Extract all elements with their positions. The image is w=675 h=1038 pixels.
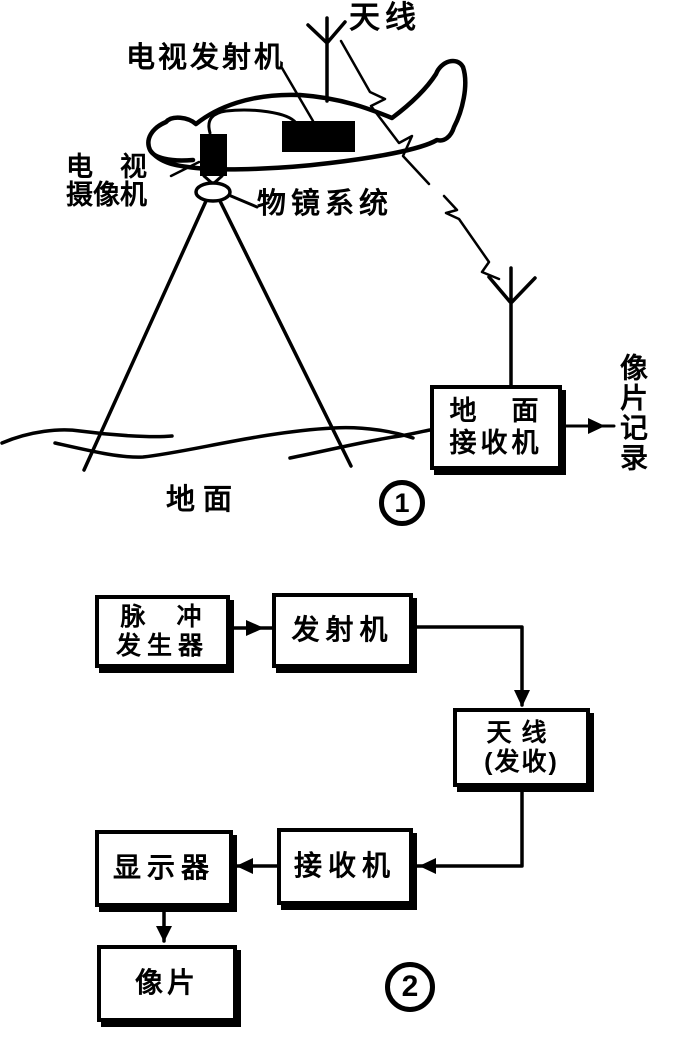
block-diagram-connectors <box>156 620 530 943</box>
receiver-box: 接收机 <box>277 828 413 905</box>
ground-receiver-box: 地 面 接收机 <box>430 385 562 470</box>
leader-lines <box>169 66 315 209</box>
figure2-number-badge: 2 <box>385 962 435 1012</box>
antenna-box-line1: 天线 <box>486 718 557 747</box>
tv-camera-label-line2: 摄像机 <box>66 180 147 211</box>
camera-leader <box>169 160 201 178</box>
objective-lens-label: 物镜系统 <box>257 188 394 220</box>
pulse-generator-line1: 脉 冲 <box>120 602 205 631</box>
photo-record-arrow <box>560 418 616 434</box>
antenna-box-line2: (发收) <box>484 747 559 776</box>
ground-waves <box>0 425 432 460</box>
plane-antenna-icon <box>306 16 347 103</box>
display-box: 显示器 <box>95 830 233 907</box>
camera-view-lines <box>82 199 353 472</box>
tv-transmitter-block <box>282 121 355 152</box>
airplane-drawing <box>146 16 468 203</box>
tv-camera-label-line1: 电 视 <box>66 152 147 182</box>
pulse-generator-box: 脉 冲 发生器 <box>95 595 230 668</box>
pulse-generator-line2: 发生器 <box>115 631 209 660</box>
ground-receiver-line2: 接收机 <box>449 427 543 458</box>
ground-antenna-icon <box>487 266 537 387</box>
antenna-box: 天线 (发收) <box>453 708 590 787</box>
lens-leader <box>229 194 259 209</box>
objective-lens-icon <box>194 181 232 203</box>
ground-receiver-line1: 地 面 <box>449 396 543 427</box>
photo-box: 像片 <box>97 945 237 1022</box>
tv-transmitter-label: 电视发射机 <box>126 42 287 74</box>
tv-camera-label: 电 视 摄像机 <box>66 153 147 210</box>
transmitter-box: 发射机 <box>272 593 413 668</box>
photo-record-label: 像片记录 <box>617 353 648 473</box>
figure1-number-badge: 1 <box>379 480 425 526</box>
radio-waves-icon <box>339 39 501 281</box>
ground-label: 地面 <box>166 484 241 516</box>
tv-camera-block <box>200 134 227 176</box>
antenna-label: 天线 <box>349 0 421 35</box>
transmitter-leader <box>280 66 315 123</box>
